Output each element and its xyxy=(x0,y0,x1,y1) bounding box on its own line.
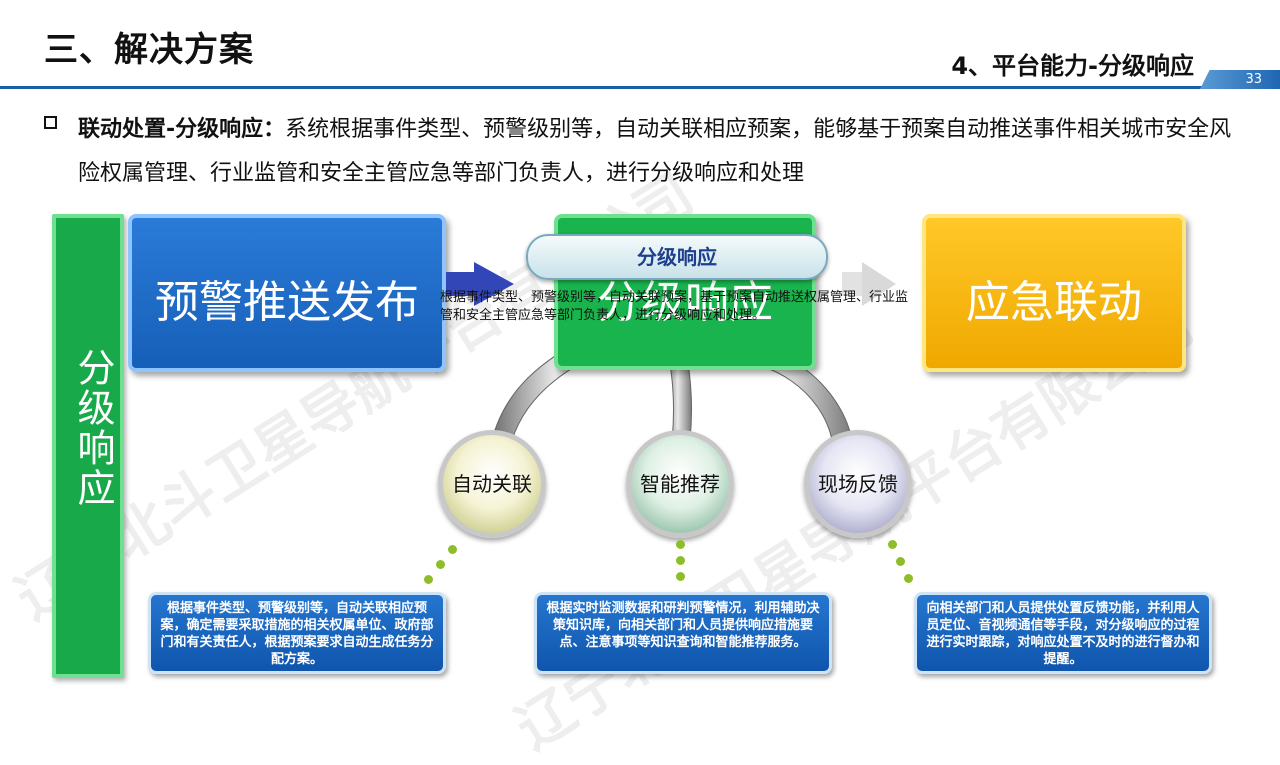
header-divider xyxy=(0,86,1280,89)
arrow-right-icon xyxy=(862,262,896,306)
description-card: 根据事件类型、预警级别等，自动关联相应预案，确定需要采取措施的相关权属单位、政府… xyxy=(148,592,446,674)
side-label: 分级响应 xyxy=(71,348,115,508)
connector-dot xyxy=(896,557,905,566)
intro-lead: 联动处置-分级响应： xyxy=(78,117,286,142)
connector-dot xyxy=(676,540,685,549)
connector-dot xyxy=(676,556,685,565)
connector-dot xyxy=(448,545,457,554)
connector-dot xyxy=(904,574,913,583)
overlay-description: 根据事件类型、预警级别等，自动关联预案，基于预案自动推送权属管理、行业监管和安全… xyxy=(440,290,909,323)
arrow-right-icon xyxy=(474,262,514,306)
emergency-linkage-box: 应急联动 xyxy=(922,214,1186,372)
ball-auto-association: 自动关联 xyxy=(438,430,546,538)
connector-dot xyxy=(424,575,433,584)
intro-paragraph: 联动处置-分级响应：系统根据事件类型、预警级别等，自动关联相应预案，能够基于预案… xyxy=(78,108,1238,196)
side-label-bar: 分级响应 xyxy=(52,214,124,678)
warning-push-label: 预警推送发布 xyxy=(155,277,419,328)
description-card: 根据实时监测数据和研判预警情况，利用辅助决策知识库，向相关部门和人员提供响应措施… xyxy=(534,592,832,674)
page-number: 33 xyxy=(1245,72,1262,87)
arrow-body xyxy=(446,272,476,296)
connector-dot xyxy=(888,540,897,549)
ball-onsite-feedback: 现场反馈 xyxy=(804,430,912,538)
emergency-linkage-label: 应急联动 xyxy=(966,277,1142,328)
bullet-square-icon xyxy=(44,116,57,129)
connector-dot xyxy=(676,572,685,581)
warning-push-box: 预警推送发布 xyxy=(128,214,446,372)
arrow-body xyxy=(842,272,864,296)
section-subtitle: 4、平台能力-分级响应 xyxy=(951,52,1194,80)
connector-dot xyxy=(436,560,445,569)
page-number-tab xyxy=(1200,70,1280,89)
grading-response-pill: 分级响应 xyxy=(526,234,828,280)
ball-smart-recommend: 智能推荐 xyxy=(626,430,734,538)
description-card: 向相关部门和人员提供处置反馈功能，并利用人员定位、音视频通信等手段，对分级响应的… xyxy=(914,592,1212,674)
page-title: 三、解决方案 xyxy=(44,30,254,70)
intro-text: 系统根据事件类型、预警级别等，自动关联相应预案，能够基于预案自动推送事件相关城市… xyxy=(78,117,1232,186)
grading-response-label: 分级响应 xyxy=(597,277,773,328)
